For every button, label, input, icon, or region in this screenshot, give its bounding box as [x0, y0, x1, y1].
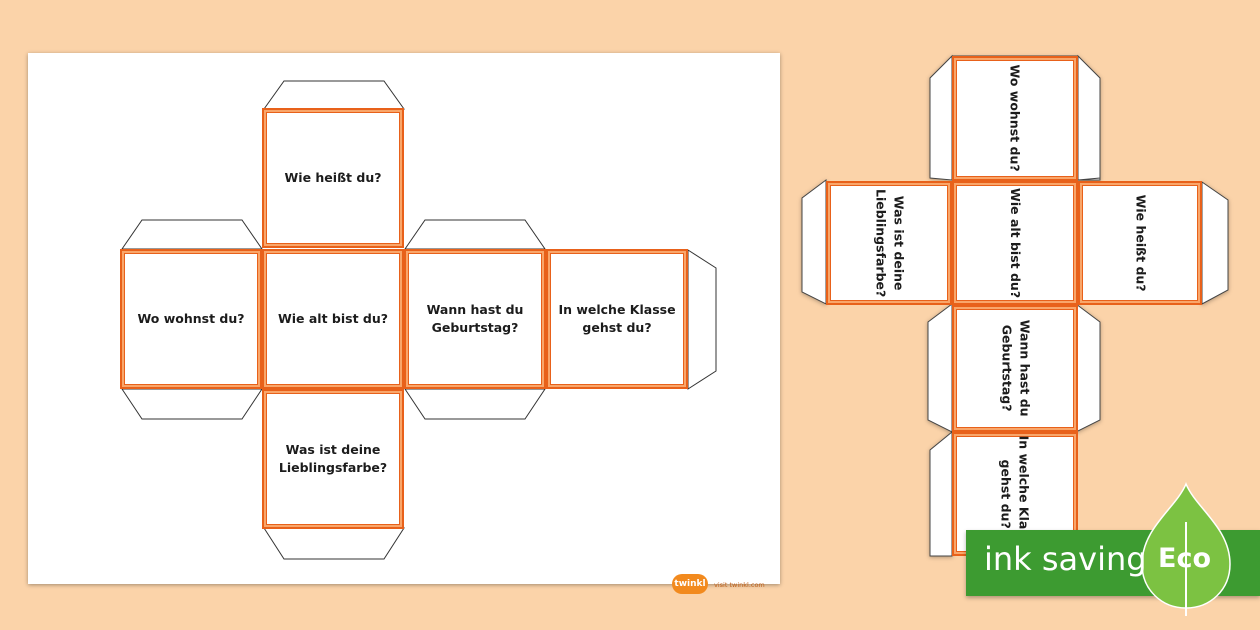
cube-face-right2: In welche Klasse gehst du?	[546, 249, 688, 389]
glue-tabs	[121, 80, 717, 560]
ink-saving-text: ink saving	[984, 540, 1147, 578]
face-text: Wann hast du Geburtstag?	[999, 320, 1033, 417]
twinkl-logo: twinkl	[672, 574, 708, 594]
printable-sheet: Wie heißt du? Wo wohnst du? Wie alt bist…	[28, 53, 780, 594]
eco-text: Eco	[1158, 543, 1211, 574]
leaf-icon	[1141, 482, 1231, 616]
face-text: Wie alt bist du?	[277, 310, 389, 326]
cube-face-bottom: Was ist deine Lieblingsfarbe?	[262, 389, 404, 529]
face-text: Wie heißt du?	[1133, 194, 1149, 292]
face-text: Wo wohnst du?	[137, 310, 245, 326]
face-text: Wie heißt du?	[284, 169, 382, 185]
preview-face-top: Wo wohnst du?	[952, 56, 1078, 181]
face-text: Wann hast du Geburtstag?	[426, 301, 524, 335]
preview-face-left: Was ist deine Lieblingsfarbe?	[826, 181, 952, 305]
face-text: Was ist deine Lieblingsfarbe?	[278, 441, 388, 475]
cube-face-center: Wie alt bist du?	[262, 249, 404, 389]
logo-text: twinkl	[674, 579, 706, 589]
cube-face-top: Wie heißt du?	[262, 108, 404, 248]
visit-link: visit twinkl.com	[714, 581, 765, 589]
cube-face-left: Wo wohnst du?	[120, 249, 262, 389]
face-text: Wo wohnst du?	[1008, 64, 1024, 173]
face-text: Was ist deine Lieblingsfarbe?	[873, 188, 907, 298]
cube-face-right1: Wann hast du Geburtstag?	[404, 249, 546, 389]
preview-face-right: Wie heißt du?	[1078, 181, 1202, 305]
preview-face-center: Wie alt bist du?	[952, 181, 1078, 305]
face-text: Wie alt bist du?	[1008, 187, 1024, 299]
preview-face-down1: Wann hast du Geburtstag?	[952, 305, 1078, 432]
face-text: In welche Klasse gehst du?	[558, 301, 676, 335]
